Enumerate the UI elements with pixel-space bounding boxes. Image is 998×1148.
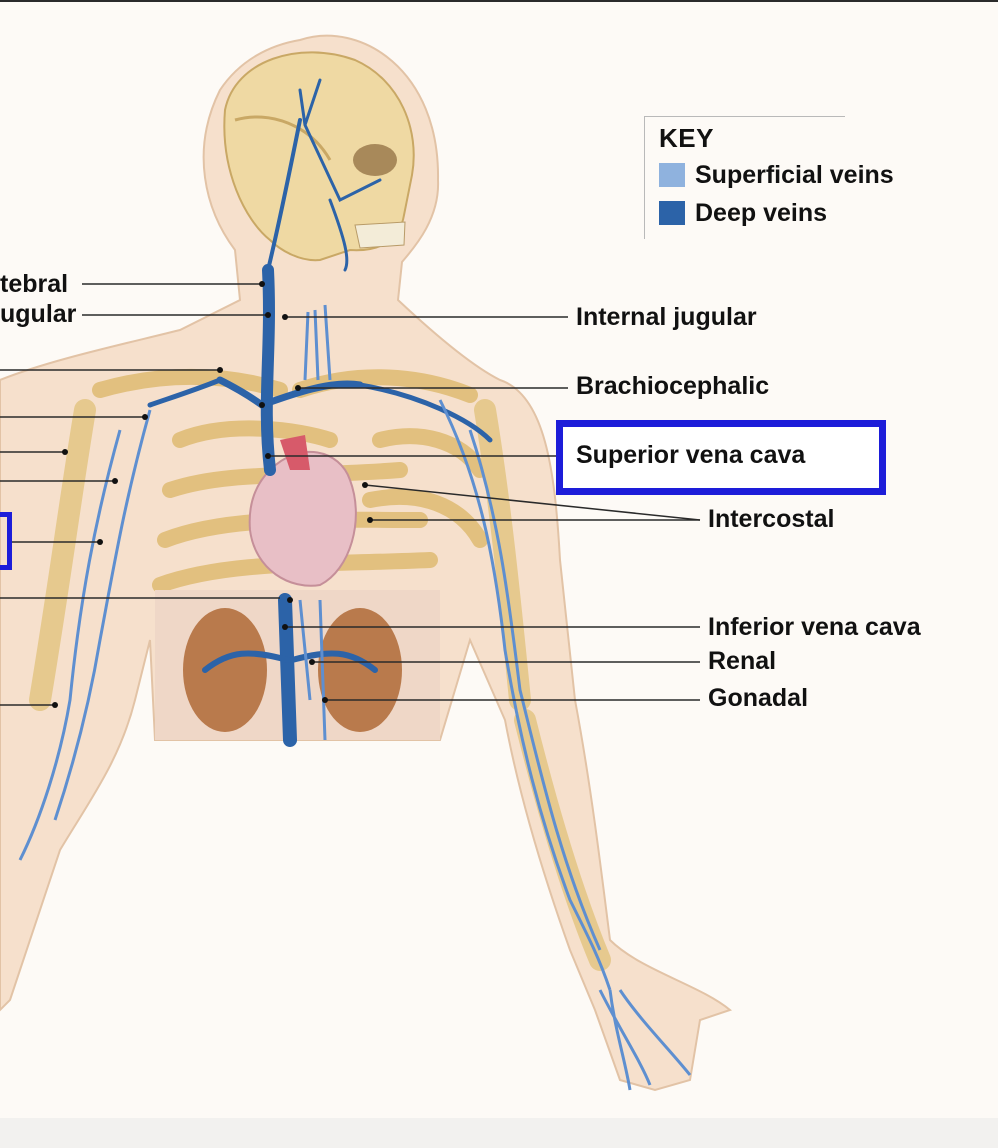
bottom-bar (0, 1118, 998, 1148)
superficial-veins (18, 304, 692, 1091)
legend-title: KEY (659, 123, 714, 153)
legend-label: Deep veins (695, 199, 828, 227)
label-intercostal: Intercostal (708, 505, 835, 533)
label-external-jugular: ugular (0, 300, 77, 328)
leader-dots (52, 281, 373, 708)
left-kidney (318, 608, 402, 732)
label-superior-vena-cava: Superior vena cava (576, 441, 806, 469)
label-renal: Renal (708, 647, 777, 675)
legend: KEY Superficial veins Deep veins (644, 116, 894, 239)
right-kidney (183, 608, 267, 732)
highlight-box-superior-vena-cava[interactable] (556, 420, 886, 495)
legend-label: Superficial veins (695, 161, 894, 189)
label-vertebral: tebral (0, 270, 69, 298)
top-border (0, 0, 998, 2)
label-internal-jugular: Internal jugular (576, 303, 757, 331)
label-inferior-vena-cava: Inferior vena cava (708, 613, 921, 641)
legend-swatch-superficial (659, 163, 685, 187)
aortic-arch (280, 435, 310, 470)
label-gonadal: Gonadal (708, 684, 809, 712)
highlight-box-left-partial[interactable] (0, 512, 12, 570)
deep-veins (147, 78, 493, 747)
legend-swatch-deep (659, 201, 685, 225)
leader-lines (0, 283, 701, 706)
label-brachiocephalic: Brachiocephalic (576, 372, 770, 400)
heart (248, 451, 357, 587)
